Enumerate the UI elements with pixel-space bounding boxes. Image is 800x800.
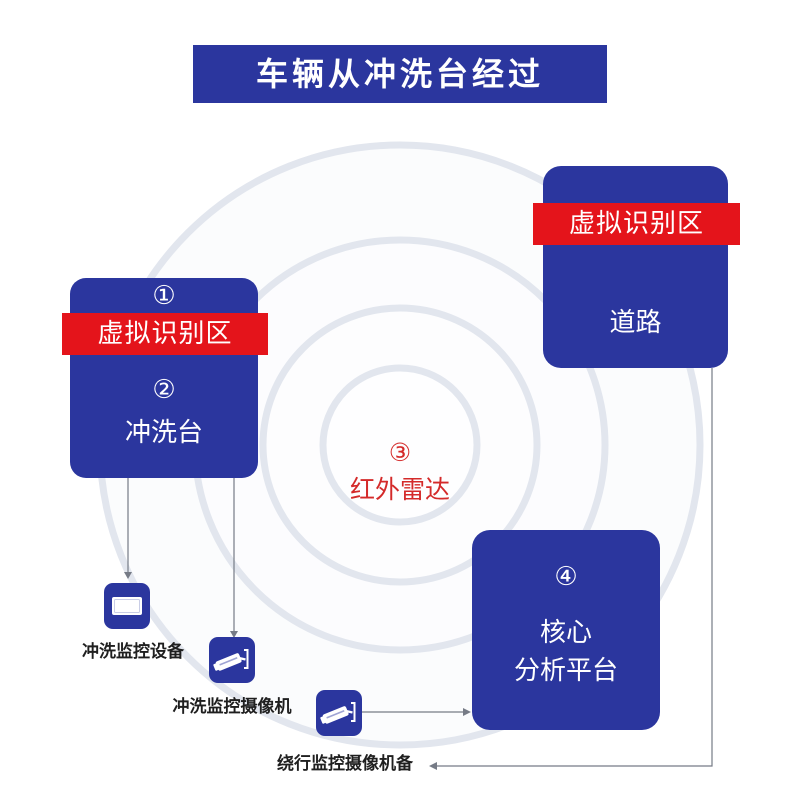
step-2-badge: ②	[152, 375, 176, 405]
wash-station-box: ① 虚拟识别区 ② 冲洗台	[62, 278, 268, 478]
arrowhead-wash-camera	[230, 631, 238, 638]
step-3-badge: ③	[388, 438, 412, 467]
road-virtual-recognition-banner: 虚拟识别区	[533, 203, 740, 245]
road-label: 道路	[609, 308, 662, 338]
wash-monitor-device-label: 冲洗监控设备	[82, 642, 184, 662]
wash-virtual-recognition-banner: 虚拟识别区	[62, 313, 268, 355]
bypass-monitor-camera-label: 绕行监控摄像机备	[277, 754, 413, 774]
platform-label-line1: 核心	[539, 618, 592, 648]
wash-monitor-camera-tile	[209, 637, 255, 683]
camera-icon	[320, 702, 356, 724]
step-4-badge: ④	[554, 562, 578, 592]
arrowhead-monitor-device	[124, 572, 132, 579]
arrowhead-bypass-camera	[429, 762, 437, 770]
monitor-device-icon	[112, 597, 142, 615]
infrared-radar-label: 红外雷达	[349, 475, 450, 504]
camera-icon	[213, 649, 249, 671]
page-title: 车辆从冲洗台经过	[193, 45, 607, 103]
arrowhead-platform	[463, 708, 471, 716]
core-analysis-platform-box: ④ 核心 分析平台	[472, 530, 660, 730]
wash-monitor-camera-label: 冲洗监控摄像机	[172, 697, 292, 717]
radar-ring-inner	[319, 364, 481, 526]
connector-road-to-bypass-camera	[435, 368, 713, 767]
wash-monitor-device-tile	[104, 583, 150, 629]
bypass-monitor-camera-tile	[316, 690, 362, 736]
road-box: 虚拟识别区 道路	[533, 166, 740, 368]
platform-label-line2: 分析平台	[513, 656, 618, 686]
step-1-badge: ①	[152, 281, 176, 311]
wash-station-label: 冲洗台	[124, 418, 203, 448]
